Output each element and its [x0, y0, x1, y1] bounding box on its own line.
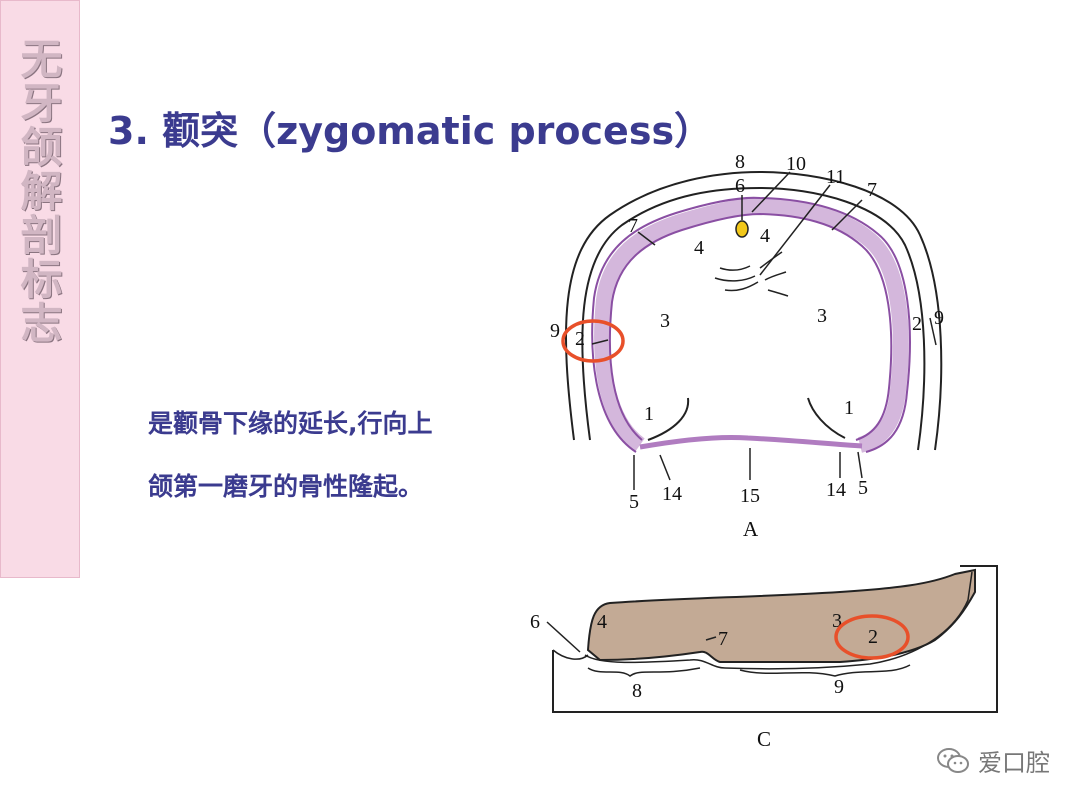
tuberosity-left — [647, 397, 690, 441]
watermark-text: 爱口腔 — [978, 749, 1050, 777]
label-7-right: 7 — [867, 179, 877, 201]
alveolar-ridge-band — [594, 197, 909, 453]
outer-arch-line — [565, 170, 943, 451]
label-c-4: 4 — [597, 611, 607, 633]
label-7-left: 7 — [628, 215, 638, 237]
figure-c-labels: 6 4 7 3 2 8 9 C — [530, 610, 878, 751]
label-2-left: 2 — [575, 328, 585, 350]
label-10: 10 — [786, 153, 806, 175]
watermark: 爱口腔 — [936, 743, 1050, 778]
label-14-right: 14 — [826, 479, 846, 501]
label-15: 15 — [740, 485, 760, 507]
label-14-left: 14 — [662, 483, 682, 505]
leader-lines-a — [591, 171, 937, 490]
incisive-papilla — [735, 220, 749, 238]
figure-c-caption: C — [757, 727, 771, 751]
sidebar-panel: 无牙颌解剖标志 — [0, 0, 80, 578]
label-4-left: 4 — [694, 237, 704, 259]
figure-a-labels: 1 1 2 2 3 3 4 4 5 5 6 7 7 8 9 9 10 11 14… — [550, 151, 944, 541]
section-frame — [552, 565, 998, 713]
label-5-right: 5 — [858, 477, 868, 499]
description-line-1: 是颧骨下缘的延长,行向上 — [148, 409, 433, 438]
vibrating-line — [639, 434, 863, 450]
leader-lines-c — [546, 621, 717, 653]
label-1-left: 1 — [644, 403, 654, 425]
label-2-right: 2 — [912, 313, 922, 335]
figure-a: 1 1 2 2 3 3 4 4 5 5 6 7 7 8 9 9 10 11 14… — [550, 151, 944, 541]
palatal-rugae — [714, 251, 789, 297]
figure-a-caption: A — [743, 517, 759, 541]
highlight-circle-c — [834, 614, 910, 660]
label-4-right: 4 — [760, 225, 770, 247]
base-outline — [552, 649, 589, 660]
label-c-8: 8 — [632, 680, 642, 702]
bone-outline — [584, 571, 973, 670]
label-6: 6 — [735, 175, 745, 197]
wechat-icon — [937, 747, 969, 773]
highlight-circle-a — [561, 319, 625, 363]
label-5-left: 5 — [629, 491, 639, 513]
soft-tissue-section — [586, 568, 976, 663]
slide-title: 3. 颧突（zygomatic process） — [108, 109, 713, 153]
label-9-left: 9 — [550, 320, 560, 342]
outer-arch-line-2 — [581, 186, 926, 451]
label-3-left: 3 — [660, 310, 670, 332]
label-1-right: 1 — [844, 397, 854, 419]
label-c-2: 2 — [868, 626, 878, 648]
label-c-7: 7 — [718, 628, 728, 650]
label-8: 8 — [735, 151, 745, 173]
label-c-9: 9 — [834, 676, 844, 698]
brace-8 — [587, 667, 701, 677]
alveolar-ridge-outer — [591, 196, 911, 453]
label-9-right: 9 — [934, 307, 944, 329]
description-line-2: 颌第一磨牙的骨性隆起。 — [148, 472, 424, 501]
label-11: 11 — [826, 166, 845, 188]
brace-9 — [739, 664, 911, 677]
alveolar-ridge-inner — [608, 212, 893, 441]
label-3-right: 3 — [817, 305, 827, 327]
figure-c: 6 4 7 3 2 8 9 C — [530, 565, 998, 751]
tuberosity-right — [807, 397, 846, 439]
label-c-3: 3 — [832, 610, 842, 632]
label-c-6: 6 — [530, 611, 540, 633]
sidebar-title: 无牙颌解剖标志 — [14, 37, 63, 345]
